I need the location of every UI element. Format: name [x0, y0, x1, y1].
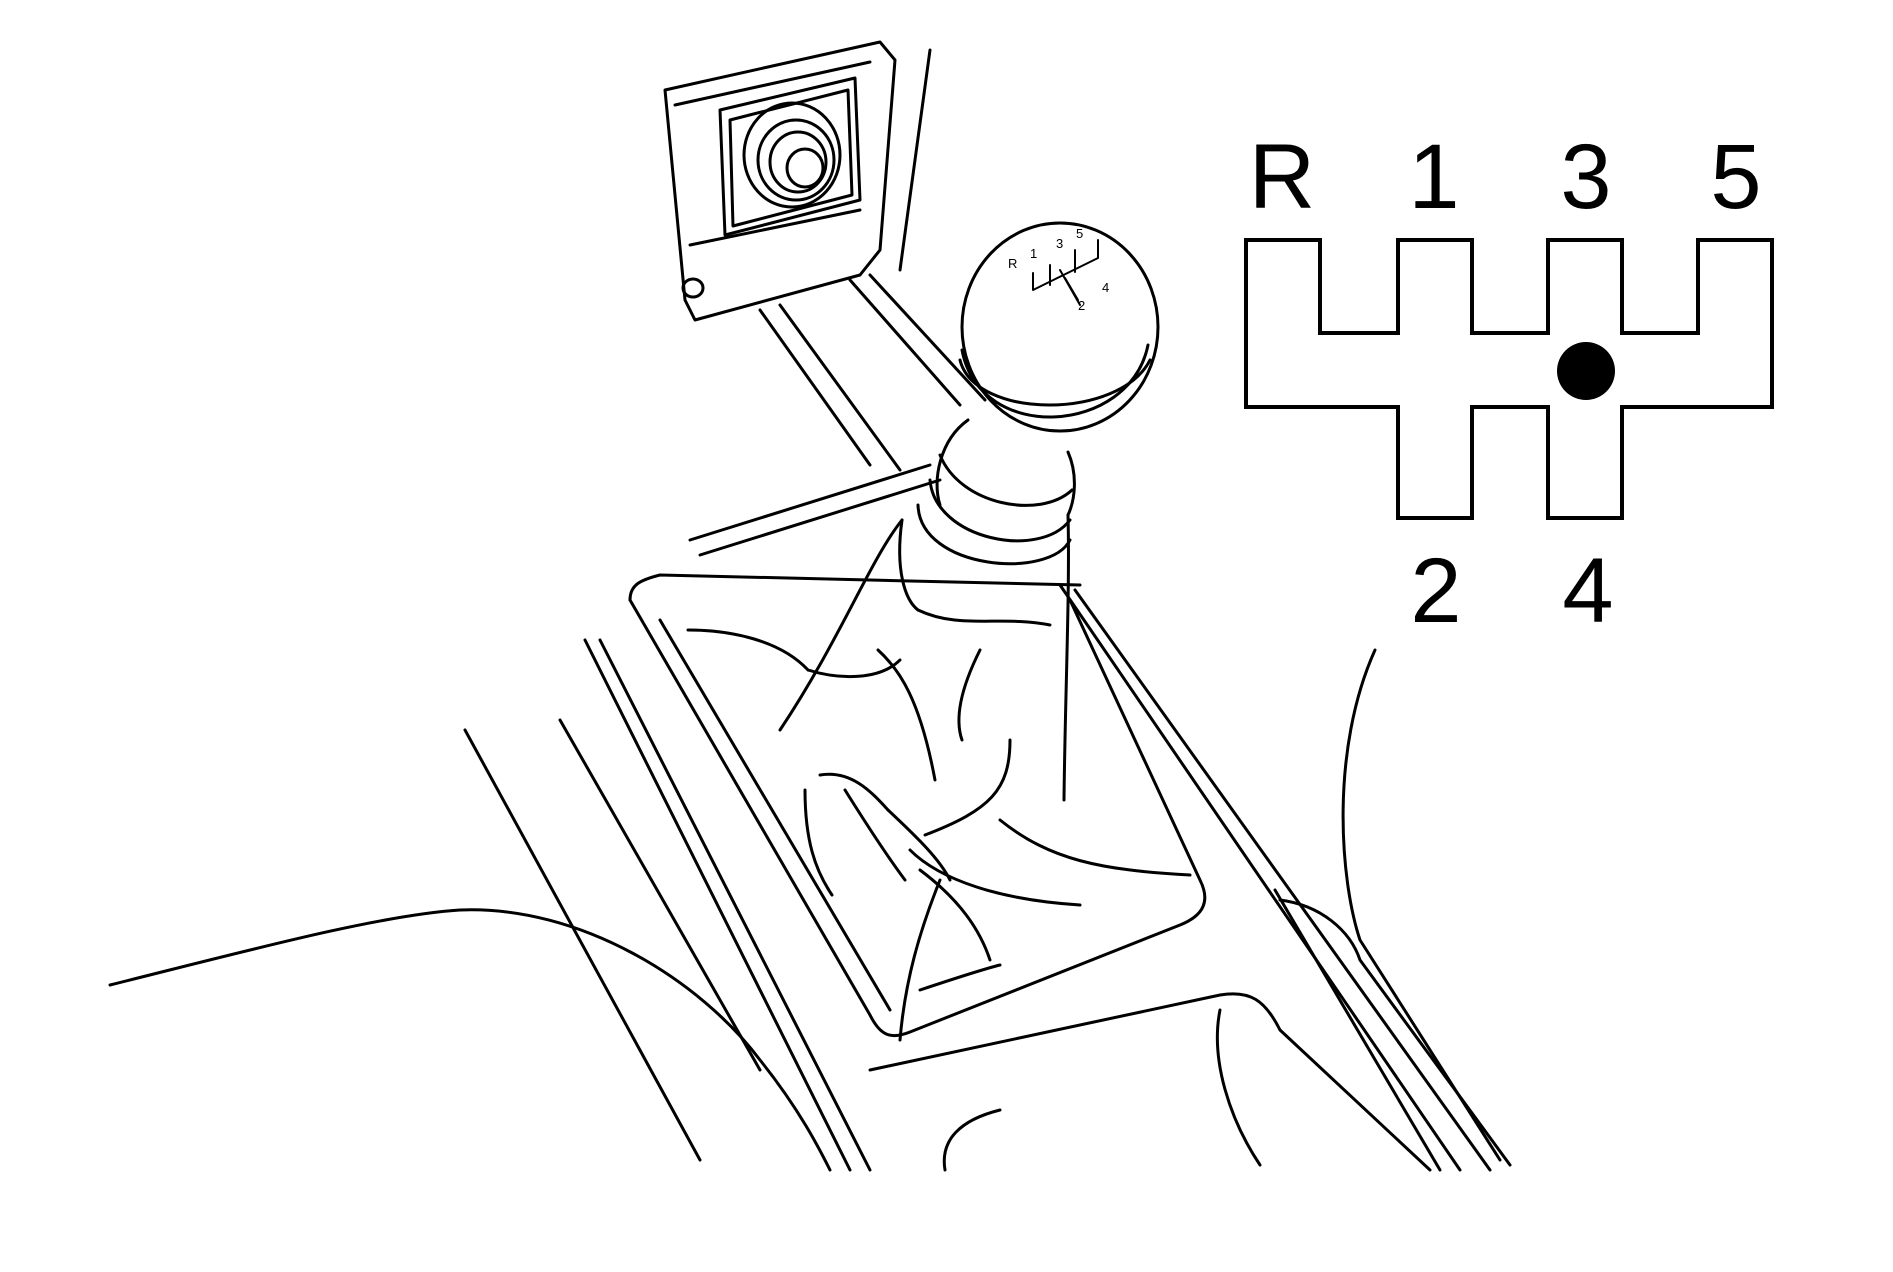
shift-gate-outline: [1244, 238, 1774, 520]
shift-boot: [686, 513, 1192, 1042]
gear-label-r: R: [1249, 126, 1315, 228]
gear-label-1: 1: [1408, 126, 1459, 228]
gear-label-4: 4: [1562, 540, 1613, 642]
knob-label-5: 5: [1076, 226, 1083, 241]
gear-label-2: 2: [1410, 540, 1461, 642]
knob-label-3: 3: [1056, 236, 1063, 251]
gear-label-5: 5: [1710, 126, 1761, 228]
selected-position-indicator: [1557, 342, 1615, 400]
knob-label-1: 1: [1030, 246, 1037, 261]
center-console: [583, 573, 1512, 1172]
shift-lever-stem: [898, 418, 1076, 612]
driver-seat: [108, 718, 832, 1172]
gear-label-3: 3: [1560, 126, 1611, 228]
knob-label-2: 2: [1078, 298, 1085, 313]
shift-knob: R 1 3 5 2 4: [958, 221, 1160, 433]
dash-trim-lines: [688, 273, 987, 557]
dashboard-vent: [663, 40, 932, 322]
knob-shift-pattern-icon: R 1 3 5 2 4: [1008, 226, 1109, 313]
shift-pattern-diagram: R 1 3 5 2 4: [1244, 126, 1774, 642]
knob-label-4: 4: [1102, 280, 1109, 295]
passenger-seat: [1341, 648, 1502, 1162]
knob-label-r: R: [1008, 256, 1017, 271]
